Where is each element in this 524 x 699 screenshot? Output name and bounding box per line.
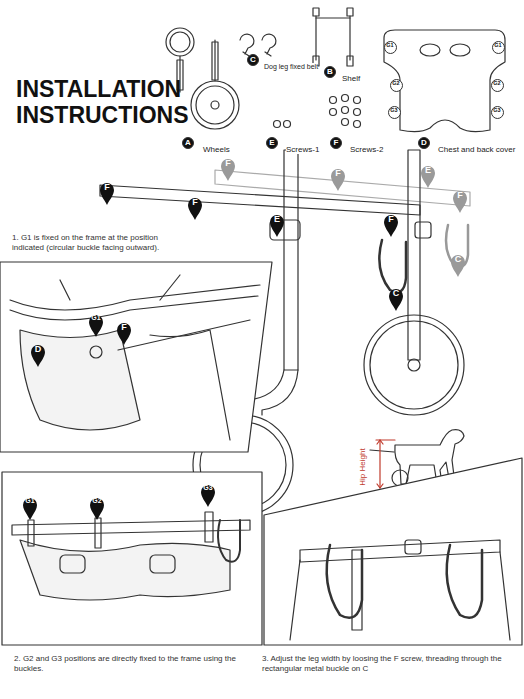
tag-text: G2	[391, 80, 402, 86]
part-text: Chest and back cover	[438, 145, 515, 154]
callout-letter: F	[116, 322, 132, 338]
callout-pin: G2	[89, 497, 105, 521]
part-letter: E	[266, 137, 278, 149]
tag-text: G2	[492, 80, 503, 86]
belt-parts	[240, 34, 276, 56]
tag-text: E	[267, 138, 277, 147]
callout-letter: G1	[88, 314, 104, 330]
part-text: Dog leg fixed belt	[264, 63, 318, 70]
callout-pin: G3	[200, 484, 216, 508]
buckle-tag: G3	[491, 106, 504, 119]
shelf-part	[313, 8, 353, 66]
part-text: Screws-2	[350, 145, 383, 154]
instruction-note: 3. Adjust the leg width by loosing the F…	[262, 654, 518, 674]
part-text: Wheels	[203, 145, 230, 154]
buckle-tag: G1	[384, 41, 397, 54]
callout-pin: F	[187, 197, 203, 221]
callout-pin: F	[452, 190, 468, 214]
dimension-text: Hip Height	[358, 448, 367, 485]
instruction-note: 1. G1 is fixed on the frame at the posit…	[12, 233, 172, 253]
callout-pin: E	[269, 214, 285, 238]
callout-letter: F	[220, 158, 236, 174]
callout-letter: C	[388, 288, 404, 304]
callout-pin: C	[388, 288, 404, 312]
callout-letter: C	[450, 254, 466, 270]
tag-text: B	[325, 67, 335, 76]
part-letter: D	[418, 137, 430, 149]
callout-letter: D	[30, 344, 46, 360]
callout-letter: F	[99, 182, 115, 198]
part-letter: A	[182, 137, 194, 149]
callout-letter: E	[269, 214, 285, 230]
part-name: Dog leg fixed belt	[264, 55, 318, 73]
buckle-tag: G3	[388, 106, 401, 119]
part-name: Shelf	[342, 67, 360, 85]
tag-text: C	[248, 55, 258, 64]
instruction-note: 2. G2 and G3 positions are directly fixe…	[14, 654, 259, 674]
callout-pin: D	[30, 344, 46, 368]
inset-legs	[264, 458, 522, 645]
callout-letter: G1	[22, 497, 38, 513]
callout-letter: G2	[89, 497, 105, 513]
part-letter: B	[324, 66, 336, 78]
tag-text: G3	[389, 107, 400, 113]
buckle-tag: G2	[491, 79, 504, 92]
tag-text: G1	[493, 42, 504, 48]
dimension-label: Hip Height	[351, 448, 369, 485]
page-title: INSTALLATION INSTRUCTIONS	[16, 76, 226, 129]
callout-pin: E	[420, 165, 436, 189]
callout-pin: F	[116, 322, 132, 346]
part-name: Screws-2	[350, 138, 383, 156]
part-text: Shelf	[342, 74, 360, 83]
note-text: 2. G2 and G3 positions are directly fixe…	[14, 654, 259, 674]
callout-letter: F	[330, 168, 346, 184]
part-name: Screws-1	[286, 138, 319, 156]
part-letter: C	[247, 54, 259, 66]
callout-pin: G1	[22, 497, 38, 521]
part-letter: F	[330, 137, 342, 149]
part-text: Screws-1	[286, 145, 319, 154]
buckle-tag: G2	[390, 79, 403, 92]
note-text: 1. G1 is fixed on the frame at the posit…	[12, 233, 172, 253]
screw-parts	[274, 95, 361, 128]
callout-letter: E	[420, 165, 436, 181]
inset-harness	[0, 262, 272, 452]
tag-text: G3	[492, 107, 503, 113]
callout-letter: F	[452, 190, 468, 206]
note-text: 3. Adjust the leg width by loosing the F…	[262, 654, 518, 674]
part-name: Wheels	[203, 138, 230, 156]
callout-pin: F	[330, 168, 346, 192]
inset-buckles	[2, 472, 262, 645]
callout-pin: G1	[88, 314, 104, 338]
buckle-tag: G1	[492, 41, 505, 54]
callout-pin: C	[450, 254, 466, 278]
part-name: Chest and back cover	[438, 138, 515, 156]
tag-text: A	[183, 138, 193, 147]
tag-text: G1	[385, 42, 396, 48]
callout-pin: F	[99, 182, 115, 206]
callout-letter: G3	[200, 484, 216, 500]
cover-part	[384, 30, 505, 132]
callout-letter: F	[383, 214, 399, 230]
callout-pin: F	[220, 158, 236, 182]
callout-letter: F	[187, 197, 203, 213]
tag-text: F	[331, 138, 341, 147]
tag-text: D	[419, 138, 429, 147]
callout-pin: F	[383, 214, 399, 238]
